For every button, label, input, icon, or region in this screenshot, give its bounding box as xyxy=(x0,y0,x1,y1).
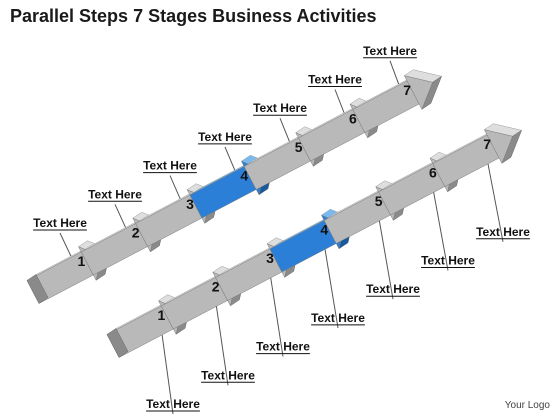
leader-line-3 xyxy=(270,276,284,357)
step-number-4: 4 xyxy=(240,167,248,183)
leader-line-1 xyxy=(161,333,174,415)
leader-line-6 xyxy=(432,190,449,271)
step-number-3: 3 xyxy=(186,196,194,212)
leader-line-2 xyxy=(215,304,229,386)
step-label-6: Text Here xyxy=(308,73,362,87)
step-number-5: 5 xyxy=(375,193,383,209)
leader-line-5 xyxy=(378,219,394,300)
step-label-3: Text Here xyxy=(143,159,197,173)
step-number-2: 2 xyxy=(132,224,140,240)
step-number-5: 5 xyxy=(295,139,303,155)
step-number-1: 1 xyxy=(158,307,166,323)
leader-line-7 xyxy=(487,162,504,242)
step-label-1: Text Here xyxy=(146,397,200,411)
step-number-1: 1 xyxy=(78,253,86,269)
step-label-4: Text Here xyxy=(198,130,252,144)
arrow-end-cap xyxy=(26,274,49,304)
step-label-3: Text Here xyxy=(256,340,310,354)
arrow-step-7: 7 xyxy=(352,69,443,133)
step-label-1: Text Here xyxy=(33,216,87,230)
step-number-7: 7 xyxy=(403,82,411,98)
logo-text: Your Logo xyxy=(504,400,550,411)
step-label-5: Text Here xyxy=(366,282,420,296)
arrowhead xyxy=(483,129,513,164)
step-label-2: Text Here xyxy=(201,368,255,382)
arrow-step-7: 7 xyxy=(432,123,523,187)
step-label-5: Text Here xyxy=(253,101,307,115)
step-label-7: Text Here xyxy=(363,44,417,58)
step-label-4: Text Here xyxy=(311,311,365,325)
leader-line-4 xyxy=(324,247,339,328)
step-label-7: Text Here xyxy=(476,225,530,239)
step-label-2: Text Here xyxy=(88,187,142,201)
step-number-4: 4 xyxy=(320,221,328,237)
step-number-7: 7 xyxy=(483,136,491,152)
page-title: Parallel Steps 7 Stages Business Activit… xyxy=(10,6,377,26)
step-number-2: 2 xyxy=(212,278,220,294)
arrow-end-cap xyxy=(106,328,129,358)
arrowhead xyxy=(403,75,433,110)
step-number-6: 6 xyxy=(349,110,357,126)
step-number-6: 6 xyxy=(429,164,437,180)
step-label-6: Text Here xyxy=(421,254,475,268)
step-number-3: 3 xyxy=(266,250,274,266)
